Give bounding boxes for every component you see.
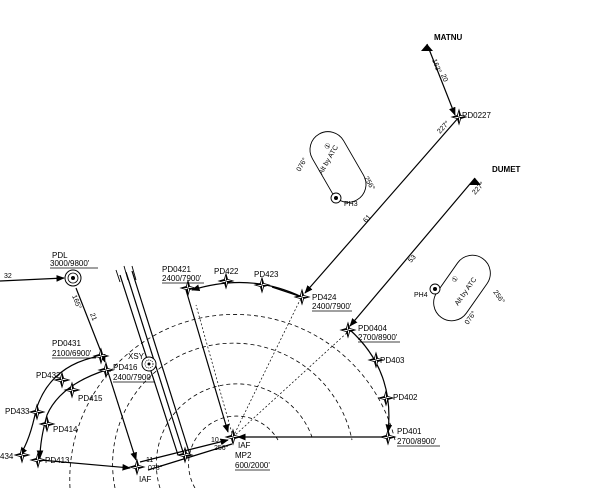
constraint-pd0416: 2400/7900': [113, 373, 153, 382]
constraint-pd0404: 2700/8900': [358, 333, 398, 342]
leg-matnu-pd0227: MATNU 163° 20: [421, 33, 463, 116]
waypoint-pd0413-icon: [30, 452, 46, 468]
matnu-triangle-icon: [421, 44, 433, 51]
hold-ph3-in: 076°: [295, 156, 309, 173]
track-left-course: 078°: [148, 464, 163, 472]
waypoint-label-xsy: XSY: [128, 352, 145, 361]
constraint-pd0421: 2400/7900': [162, 274, 202, 283]
waypoint-label-pdl: PDL: [52, 251, 68, 260]
track-left-dist: 11: [146, 457, 153, 464]
track-west-dist: 32: [4, 273, 12, 280]
hold-ph3-circle: ①: [323, 142, 333, 151]
hold-ph4-circle: ①: [450, 274, 460, 284]
waypoint-label-pd0227: PD0227: [462, 111, 491, 120]
waypoint-label-mp2: MP2: [235, 451, 252, 460]
hold-ph4-out: 256°: [491, 289, 506, 306]
waypoint-label-pd0433: PD433: [5, 407, 30, 416]
hold-ph4-in: 076°: [463, 310, 478, 327]
holding-pattern-ph3: PH3 Alt by ATC ① 076° 256°: [295, 131, 377, 208]
waypoint-pd0415-icon: [64, 382, 80, 398]
leg-west-pdl: 32: [0, 273, 65, 282]
waypoint-label-pd0404: PD0404: [358, 324, 387, 333]
waypoint-pd0414-icon: [39, 416, 55, 432]
track-pd0227-course: 227°: [436, 119, 452, 135]
waypoint-label-iaf-mp2: IAF: [238, 441, 251, 450]
hold-ph3-out: 256°: [362, 175, 376, 192]
waypoint-label-pd0416: PD416: [113, 363, 138, 372]
waypoint-label-pd0424: PD424: [312, 293, 337, 302]
waypoint-pd0433-icon: [29, 404, 45, 420]
waypoint-label-matnu: MATNU: [434, 33, 463, 42]
waypoint-pd0424-icon: [294, 289, 310, 305]
waypoint-pd0416-icon: [98, 362, 114, 378]
track-matnu-course: 163°: [430, 58, 443, 75]
waypoint-pd0402-icon: [378, 390, 394, 406]
waypoint-pd0434-icon: [14, 447, 30, 463]
waypoint-pd0423-icon: [254, 277, 270, 293]
waypoint-label-pd0423: PD423: [254, 270, 279, 279]
waypoint-label-ph3: PH3: [344, 201, 358, 208]
track-pd0227-dist: 61: [362, 214, 372, 225]
track-pdl-dist: 21: [88, 312, 97, 322]
leg-pd0421-mp2: [185, 289, 230, 433]
track-final-course: 256°: [214, 444, 229, 452]
waypoint-label-pd0415: PD415: [78, 394, 103, 403]
track-dumet-dist: 53: [407, 254, 417, 265]
dumet-triangle-icon: [469, 178, 481, 185]
constraint-pd0424: 2400/7900': [312, 302, 352, 311]
waypoint-label-pd0403: PD403: [380, 356, 405, 365]
distance-rings: [69, 299, 396, 488]
arc-north: [191, 281, 303, 298]
waypoint-pd0431-icon: [93, 348, 109, 364]
waypoint-label-pd0422: PD422: [214, 267, 239, 276]
xsy-navaid-icon: [141, 356, 157, 372]
waypoint-label-pd0434: 434: [0, 452, 14, 461]
constraint-pd0431: 2100/6900': [52, 349, 92, 358]
leg-dumet-pd0404: DUMET 227° 53: [349, 165, 521, 327]
waypoint-label-ph4: PH4: [414, 292, 428, 299]
track-final-dist: 10: [211, 437, 219, 444]
waypoint-label-pd0432: PD432: [36, 371, 61, 380]
waypoint-pd0422-icon: [218, 273, 234, 289]
track-matnu-dist: 20: [439, 73, 448, 83]
waypoint-label-iaf-left: IAF: [139, 475, 152, 484]
waypoint-label-pd0401: PD401: [397, 427, 422, 436]
waypoint-labels: PDL 3000/9800' PD0421 2400/7900' PD422 P…: [0, 251, 440, 484]
arc-east: [348, 328, 393, 433]
waypoint-label-pd0413: PD413: [45, 456, 70, 465]
constraint-mp2: 600/2000': [235, 461, 270, 470]
pdl-navaid-icon: [64, 269, 82, 287]
waypoint-label-pd0402: PD402: [393, 393, 418, 402]
waypoint-label-dumet: DUMET: [492, 165, 521, 174]
waypoint-label-pd0431: PD0431: [52, 339, 81, 348]
constraint-pdl: 3000/9800': [50, 259, 90, 268]
waypoint-pd0404-icon: [340, 322, 356, 338]
holding-pattern-ph4: PH4 Alt by ATC ① 076° 256°: [414, 254, 506, 327]
waypoint-label-pd0421: PD0421: [162, 265, 191, 274]
constraint-pd0401: 2700/8900': [397, 437, 437, 446]
waypoint-label-pd0414: PD414: [53, 425, 78, 434]
waypoint-symbols: [14, 109, 467, 475]
leg-pd416-iaf: [107, 371, 137, 461]
